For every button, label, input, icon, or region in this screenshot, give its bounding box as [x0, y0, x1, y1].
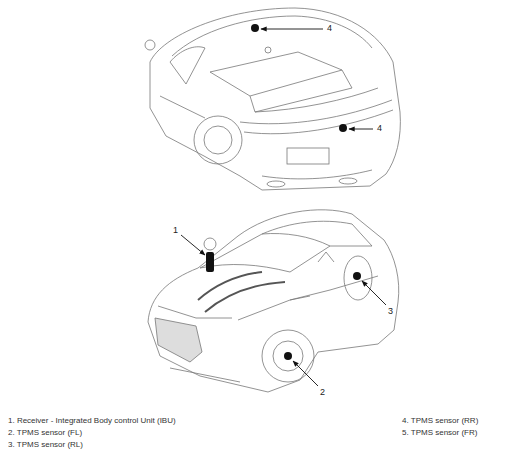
side-window [170, 47, 205, 84]
body-line [160, 96, 205, 118]
car-body [148, 210, 399, 392]
rear-wheel [344, 256, 372, 300]
headlight [158, 306, 232, 318]
leader-line [181, 235, 205, 255]
headlight [238, 296, 310, 320]
callout-number: 2 [319, 388, 326, 397]
receiver-head [204, 238, 216, 250]
front-car-drawing [148, 210, 399, 392]
license-plate [287, 148, 329, 164]
sensor-dot [353, 272, 361, 280]
rear-window [210, 52, 342, 96]
mirror [318, 252, 334, 262]
body-line [290, 276, 378, 300]
exhaust [339, 178, 357, 184]
grille [155, 318, 202, 362]
leader-line [261, 29, 323, 30]
leader-line [293, 361, 318, 386]
mirror [145, 40, 155, 50]
car-body [150, 8, 400, 190]
tail-lights [240, 100, 392, 124]
callout-number: 4 [326, 24, 333, 33]
legend-item: 5. TPMS sensor (FR) [402, 429, 477, 437]
rear-wheel [194, 116, 242, 164]
tail-lights [244, 110, 393, 134]
wheel-rim [204, 126, 232, 154]
callout-number: 3 [387, 307, 394, 316]
callout-number: 4 [376, 124, 383, 133]
legend-item: 1. Receiver - Integrated Body control Un… [8, 417, 176, 425]
trunk-edge [255, 88, 378, 112]
leader-line [362, 281, 386, 305]
exhaust [267, 181, 285, 187]
legend-item: 4. TPMS sensor (RR) [402, 417, 478, 425]
legend-item: 2. TPMS sensor (FL) [8, 429, 82, 437]
trunk-lid [250, 70, 352, 112]
sensor-dot [251, 24, 259, 32]
sensor-dot [339, 124, 347, 132]
legend-item: 3. TPMS sensor (RL) [8, 441, 83, 449]
rear-car-drawing [145, 8, 400, 190]
callout-number: 1 [172, 226, 179, 235]
roof-side-window [262, 221, 372, 246]
receiver-ibu [206, 252, 214, 272]
sensor-dot [284, 352, 292, 360]
bumper [170, 368, 240, 382]
bumper [262, 170, 372, 179]
hood-stripe [205, 282, 285, 312]
roof-line [172, 16, 372, 56]
brake-light [265, 47, 271, 53]
windshield [200, 234, 330, 273]
leader-line [349, 129, 373, 130]
